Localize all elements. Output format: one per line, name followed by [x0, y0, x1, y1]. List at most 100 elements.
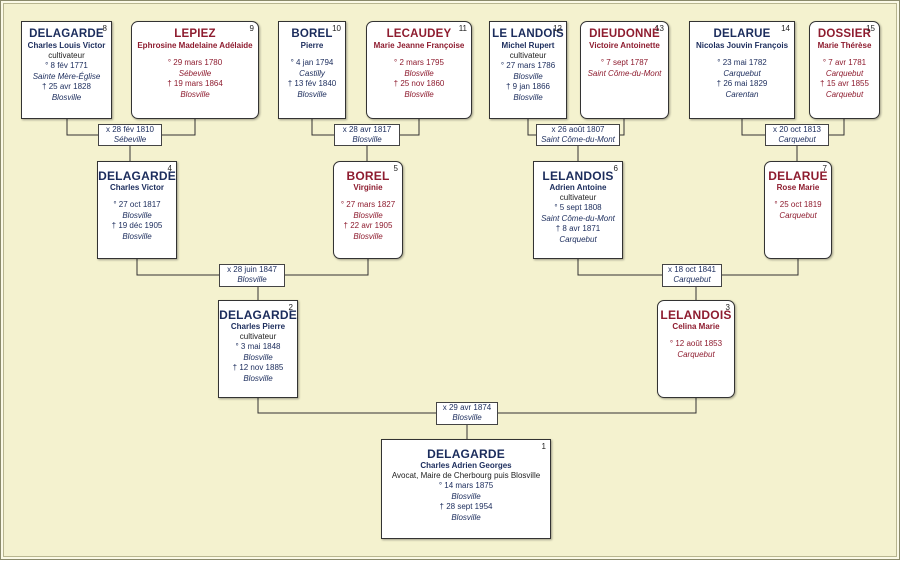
birth: ° 29 mars 1780	[167, 58, 223, 67]
surname: DELARUE	[768, 169, 828, 183]
surname: LELANDOIS	[542, 169, 614, 183]
person-box-12[interactable]: 12 LE LANDOIS Michel Rupert cultivateur …	[489, 21, 567, 119]
birth-place: Saint Côme-du-Mont	[587, 68, 662, 78]
marriage-box-4-5[interactable]: x 28 juin 1847 Blosville	[219, 264, 285, 287]
occupation: cultivateur	[48, 51, 85, 60]
person-box-13[interactable]: 13 DIEUDONNÉ Victoire Antoinette ° 7 sep…	[580, 21, 669, 119]
given-names: Marie Thérèse	[817, 41, 872, 50]
person-box-3[interactable]: 3 LELANDOIS Celina Marie ° 12 août 1853 …	[657, 300, 735, 398]
death-place: Blosville	[451, 512, 481, 522]
marriage-place: Carquebut	[778, 134, 816, 144]
surname: DELAGARDE	[219, 308, 297, 322]
person-box-14[interactable]: 14 DELARUE Nicolas Jouvin François ° 23 …	[689, 21, 795, 119]
person-box-6[interactable]: 6 LELANDOIS Adrien Antoine cultivateur °…	[533, 161, 623, 259]
sosa-number: 15	[866, 24, 875, 33]
surname: BOREL	[346, 169, 390, 183]
birth-place: Saint Côme-du-Mont	[541, 213, 615, 223]
death-place: Blosville	[51, 92, 82, 102]
birth: ° 27 oct 1817	[113, 200, 161, 209]
sosa-number: 3	[725, 303, 730, 312]
surname: DIEUDONNÉ	[589, 28, 660, 40]
death: † 26 mai 1829	[716, 79, 768, 88]
marriage-box-12-13[interactable]: x 26 août 1807 Saint Côme-du-Mont	[536, 124, 620, 146]
occupation: Avocat, Maire de Cherbourg puis Blosvill…	[391, 471, 541, 480]
given-names: Ephrosine Madelaine Adélaide	[137, 41, 253, 50]
death: † 22 avr 1905	[343, 221, 393, 230]
birth: ° 14 mars 1875	[438, 481, 494, 490]
marriage-box-10-11[interactable]: x 28 avr 1817 Blosville	[334, 124, 400, 146]
given-names: Rose Marie	[776, 183, 820, 192]
marriage-box-2-3[interactable]: x 29 avr 1874 Blosville	[436, 402, 498, 425]
death: † 25 avr 1828	[42, 82, 91, 91]
marriage-box-6-7[interactable]: x 18 oct 1841 Carquebut	[662, 264, 722, 287]
death: † 8 avr 1871	[555, 224, 601, 233]
birth-place: Carquebut	[779, 210, 817, 220]
sosa-number: 10	[332, 24, 341, 33]
marriage-date: x 18 oct 1841	[667, 265, 717, 274]
occupation: cultivateur	[239, 332, 277, 341]
person-box-8[interactable]: 8 DELAGARDE Charles Louis Victor cultiva…	[21, 21, 112, 119]
death-place: Blosville	[353, 231, 383, 241]
death: † 28 sept 1954	[439, 502, 493, 511]
death-place: Blosville	[122, 231, 152, 241]
given-names: Charles Louis Victor	[27, 41, 106, 50]
person-box-1[interactable]: 1 DELAGARDE Charles Adrien Georges Avoca…	[381, 439, 551, 539]
birth: ° 27 mars 1827	[340, 200, 396, 209]
marriage-date: x 20 oct 1813	[772, 125, 822, 134]
marriage-date: x 28 avr 1817	[342, 125, 392, 134]
birth: ° 7 avr 1781	[822, 58, 867, 67]
person-box-10[interactable]: 10 BOREL Pierre ° 4 jan 1794 Castilly † …	[278, 21, 346, 119]
surname: DOSSIER	[817, 28, 872, 40]
death-place: Carentan	[725, 89, 759, 99]
sosa-number: 9	[249, 24, 254, 33]
surname: DELARUE	[713, 28, 771, 40]
sosa-number: 6	[613, 164, 618, 173]
sosa-number: 13	[655, 24, 664, 33]
person-box-2[interactable]: 2 DELAGARDE Charles Pierre cultivateur °…	[218, 300, 298, 398]
given-names: Charles Victor	[109, 183, 165, 192]
birth: ° 25 oct 1819	[774, 200, 822, 209]
marriage-place: Blosville	[237, 274, 267, 284]
surname: LELANDOIS	[660, 308, 732, 322]
birth: ° 2 mars 1795	[394, 58, 444, 67]
surname: LECAUDEY	[386, 28, 452, 40]
birth-place: Carquebut	[825, 68, 864, 78]
death: † 25 nov 1860	[393, 79, 445, 88]
birth-place: Blosville	[353, 210, 383, 220]
surname: LEPIEZ	[174, 28, 216, 40]
birth-place: Blosville	[513, 71, 543, 81]
sosa-number: 5	[393, 164, 398, 173]
birth: ° 7 sept 1787	[600, 58, 649, 67]
surname: BOREL	[291, 28, 333, 40]
marriage-place: Saint Côme-du-Mont	[541, 134, 615, 144]
death-place: Blosville	[243, 373, 273, 383]
sosa-number: 12	[553, 24, 562, 33]
given-names: Victoire Antoinette	[589, 41, 660, 50]
death: † 15 avr 1855	[820, 79, 869, 88]
person-box-15[interactable]: 15 DOSSIER Marie Thérèse ° 7 avr 1781 Ca…	[809, 21, 880, 119]
given-names: Pierre	[300, 41, 324, 50]
marriage-date: x 28 juin 1847	[227, 265, 277, 274]
given-names: Charles Pierre	[230, 322, 286, 331]
occupation: cultivateur	[559, 193, 597, 202]
death-place: Blosville	[404, 89, 434, 99]
surname: DELAGARDE	[29, 28, 104, 40]
birth-place: Blosville	[243, 352, 273, 362]
person-box-9[interactable]: 9 LEPIEZ Ephrosine Madelaine Adélaide ° …	[131, 21, 259, 119]
birth: ° 23 mai 1782	[717, 58, 767, 67]
death-place: Carquebut	[825, 89, 864, 99]
person-box-11[interactable]: 11 LECAUDEY Marie Jeanne Françoise ° 2 m…	[366, 21, 472, 119]
given-names: Marie Jeanne Françoise	[373, 41, 465, 50]
marriage-box-8-9[interactable]: x 28 fév 1810 Sébeville	[98, 124, 162, 146]
marriage-box-14-15[interactable]: x 20 oct 1813 Carquebut	[765, 124, 829, 146]
birth-place: Blosville	[404, 68, 434, 78]
death-place: Blosville	[513, 92, 543, 102]
surname: LE LANDOIS	[492, 28, 564, 40]
person-box-4[interactable]: 4 DELAGARDE Charles Victor ° 27 oct 1817…	[97, 161, 177, 259]
birth-place: Carquebut	[677, 349, 715, 359]
sosa-number: 4	[167, 164, 172, 173]
person-box-7[interactable]: 7 DELARUE Rose Marie ° 25 oct 1819 Carqu…	[764, 161, 832, 259]
death-place: Blosville	[297, 89, 327, 99]
person-box-5[interactable]: 5 BOREL Virginie ° 27 mars 1827 Blosvill…	[333, 161, 403, 259]
marriage-date: x 28 fév 1810	[105, 125, 155, 134]
